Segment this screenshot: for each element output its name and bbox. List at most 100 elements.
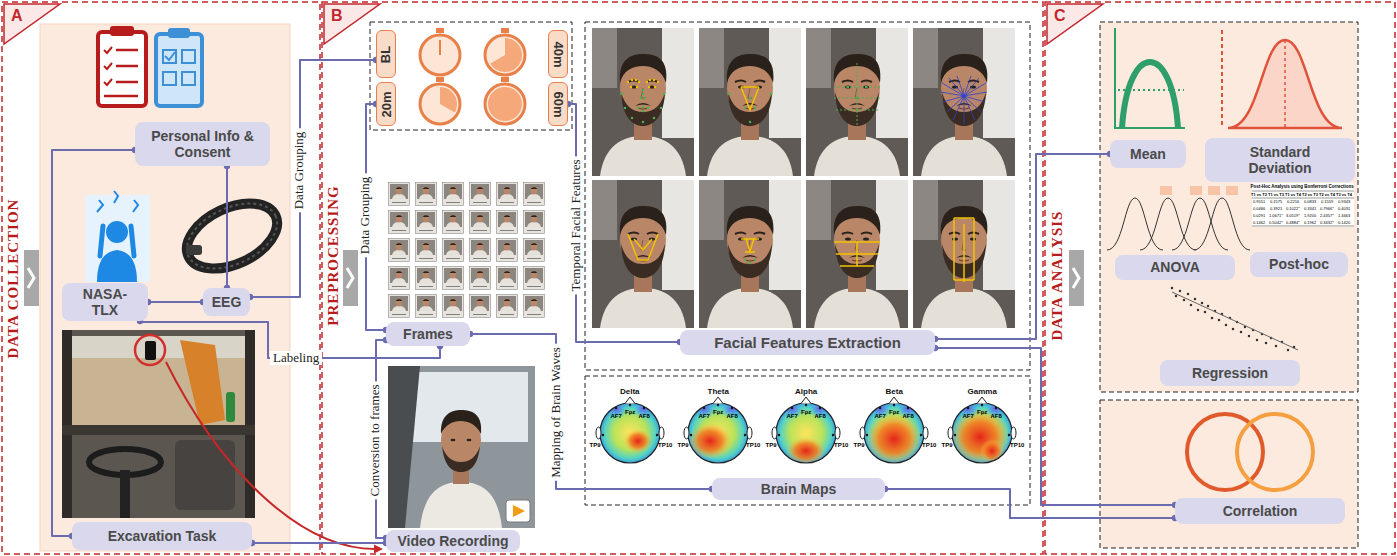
electrode-name: TP10 [746,442,760,448]
excavator-photo [62,330,255,518]
brain-topomap [596,397,1016,465]
electrode-name: TP10 [834,442,848,448]
excavator-photo [62,330,255,518]
video-still [388,366,535,528]
brain-topomap [772,397,840,465]
brain-topomap [596,397,664,463]
connector [226,166,228,288]
mean-chart [1115,28,1185,128]
electrode-name: AF7 [875,413,886,419]
video-still [442,446,480,472]
table-header: T2 vs T3 [1302,193,1318,197]
stress-icon [97,250,137,282]
brain-topomap [688,423,732,459]
table-cell: 0.1022* [1286,207,1300,211]
stage-chevron [343,250,358,306]
electrode-name: Fpz [889,409,899,415]
face-landmarks [834,63,880,126]
sd-chart [1228,40,1342,128]
face-landmarks [913,28,1015,176]
stage-chevron [1069,250,1084,306]
label-pill: Excavation Task [72,522,252,550]
electrode-name: TP10 [1010,442,1024,448]
electrode-name: AF7 [699,413,710,419]
node-text: 60m [552,91,565,117]
node-text: Mean [1130,146,1166,162]
eeg-headband [177,190,288,281]
electrode-name: TP9 [590,442,601,448]
table-cell: 0.3341 [1304,207,1316,211]
video-still [506,500,530,522]
table-cell: 0.0466 [1253,207,1265,211]
face-landmarks [628,80,658,87]
label-pill: Personal Info & Consent [135,122,270,166]
table-header: T2 vs T4 [1319,193,1335,197]
brain-topomap [866,413,922,465]
panel-frames [1045,2,1395,554]
face-landmarks [913,180,1015,328]
label-pill: EEG [203,288,250,316]
table-cell: 0.4031 [1338,207,1350,211]
stopwatch [420,84,460,124]
stopwatch [485,84,525,124]
panel-letter: A [11,8,23,24]
face-landmarks [628,234,658,260]
brain-topomap [684,397,752,463]
stage-title: DATA COLLECTION [6,198,21,358]
table-cell: 0.9551 [1253,200,1265,204]
label-pill: Standard Deviation [1205,138,1355,182]
scatter-plot [1172,288,1298,350]
table-cell: 0.1962 [1304,221,1316,225]
brain-topomap [786,437,826,465]
label-pill: Frames [386,322,470,346]
clipboard-icons [104,50,138,96]
scatter-plot [1172,292,1298,350]
excavator-photo [62,330,72,518]
face-landmarks [806,28,908,176]
anova-chart [1160,186,1172,195]
face-landmarks [806,28,908,176]
sd-chart [1284,40,1286,128]
anova-chart [1208,186,1220,195]
electrode-name: AF7 [611,413,622,419]
node-text: Facial Features Extraction [714,334,901,351]
video-still [467,439,472,442]
excavator-photo [180,340,225,425]
edge-label: Data Grouping [358,173,373,257]
label-pill: Video Recording [386,530,520,552]
stopwatch [501,28,509,33]
stress-icon [85,195,150,282]
face-landmarks [848,87,866,110]
face-landmarks [699,180,801,328]
stopwatch [436,77,444,82]
band-name: Gamma [968,388,997,396]
face-landmarks [806,180,908,328]
stopwatch [420,35,460,75]
panel-frames [322,2,1043,554]
brain-topomap [688,400,743,459]
panel-ground [585,376,1030,505]
stress-icon [97,191,138,212]
table-cell: 0.0833 [1304,200,1316,204]
table-cell: 0.3921 [1270,207,1282,211]
venn-circles [1187,414,1313,490]
electrode-name: Fpz [801,409,811,415]
electrode-name: AF8 [991,413,1002,419]
time-tab: 40m [548,30,568,78]
table-cell: 1.9200 [1304,214,1316,218]
brain-topomap [772,397,840,463]
anova-chart [1107,198,1250,250]
clipboard-icons [163,72,176,85]
node-text: Brain Maps [761,481,836,497]
electrode-name: TP9 [678,442,689,448]
node-text: 40m [552,41,565,67]
connector [935,348,1175,505]
node-text: 20m [380,91,393,117]
panel-frames [2,2,320,554]
brain-topomap [860,397,928,463]
edge-label: Temporal Facial Features [569,156,584,294]
node-text: NASA-TLX [70,286,140,318]
table-cell: 0.9343 [1338,200,1350,204]
face-landmarks [806,180,908,328]
